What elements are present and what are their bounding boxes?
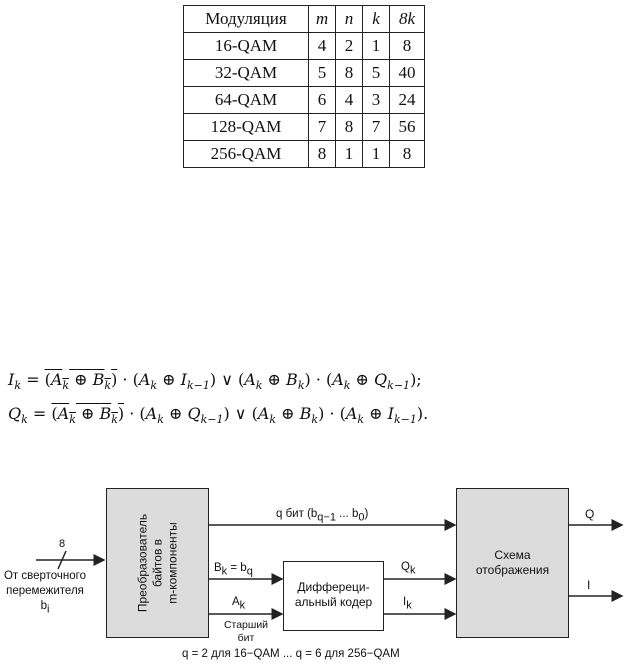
cell-k: 1 bbox=[362, 140, 390, 168]
cell-8k: 8 bbox=[389, 140, 425, 168]
msb-line-2: бит bbox=[237, 632, 255, 644]
cell-8k: 24 bbox=[389, 86, 425, 114]
cell-m: 8 bbox=[308, 140, 336, 168]
table-row: 256-QAM 8 1 1 8 bbox=[183, 140, 425, 168]
table-row: 128-QAM 7 8 7 56 bbox=[183, 113, 425, 141]
input-source-label: От сверточного перемежителя bi bbox=[2, 569, 88, 617]
input-label-2: перемежителя bbox=[6, 585, 84, 597]
block-diagram: Преобразователь байтов в m-компоненты Ди… bbox=[0, 478, 643, 670]
cell-n: 1 bbox=[335, 140, 363, 168]
converter-line-1: Преобразователь bbox=[135, 513, 149, 613]
modulation-table: Модуляция m n k 8k 16-QAM 4 2 1 8 32-QAM… bbox=[183, 5, 425, 168]
cell-8k: 8 bbox=[389, 32, 425, 60]
cell-m: 6 bbox=[308, 86, 336, 114]
formula-qk: Qk = (Ak ⊕ Bk) · (Ak ⊕ Qk−1) ∨ (Ak ⊕ Bk)… bbox=[8, 404, 429, 427]
bus-width-label: 8 bbox=[59, 538, 66, 550]
cell-m: 4 bbox=[308, 32, 336, 60]
table-row: 16-QAM 4 2 1 8 bbox=[183, 32, 425, 60]
cell-k: 5 bbox=[362, 59, 390, 87]
header-modulation: Модуляция bbox=[183, 5, 309, 33]
cell-k: 3 bbox=[362, 86, 390, 114]
q-bit-label: q бит (bq−1 ... b0) bbox=[276, 508, 369, 524]
output-i-label: I bbox=[587, 578, 591, 592]
cell-8k: 40 bbox=[389, 59, 425, 87]
differential-encoder-label: Диффереци- альный кодер bbox=[283, 580, 384, 610]
diagram-caption: q = 2 для 16−QAM ... q = 6 для 256−QAM bbox=[182, 648, 400, 660]
diff-line-2: альный кодер bbox=[294, 595, 373, 609]
diagram-connections bbox=[36, 519, 624, 620]
table-row: 64-QAM 6 4 3 24 bbox=[183, 86, 425, 114]
ik-label: Ik bbox=[403, 596, 412, 612]
input-label-3: bi bbox=[40, 600, 50, 616]
cell-n: 8 bbox=[335, 59, 363, 87]
cell-n: 2 bbox=[335, 32, 363, 60]
diff-line-1: Диффереци- bbox=[297, 580, 370, 594]
mapping-label: Схема отображения bbox=[456, 548, 569, 578]
mapping-block bbox=[456, 488, 569, 638]
bus-slash bbox=[57, 550, 67, 570]
cell-modulation: 256-QAM bbox=[183, 140, 309, 168]
cell-n: 8 bbox=[335, 113, 363, 141]
msb-label: Старший бит bbox=[216, 619, 276, 645]
cell-n: 4 bbox=[335, 86, 363, 114]
cell-8k: 56 bbox=[389, 113, 425, 141]
converter-line-2: байтов в bbox=[150, 538, 164, 588]
byte-converter-block bbox=[106, 488, 209, 638]
header-8k: 8k bbox=[389, 5, 425, 33]
output-q-label: Q bbox=[585, 507, 595, 521]
mapper-line-1: Схема bbox=[494, 548, 531, 562]
mapper-line-2: отображения bbox=[475, 563, 550, 577]
cell-modulation: 64-QAM bbox=[183, 86, 309, 114]
input-label-1: От сверточного bbox=[3, 570, 87, 582]
formula-block: Ik = (Ak ⊕ Bk) · (Ak ⊕ Ik−1) ∨ (Ak ⊕ Bk)… bbox=[8, 366, 428, 434]
cell-k: 1 bbox=[362, 32, 390, 60]
cell-m: 7 bbox=[308, 113, 336, 141]
table-row: 32-QAM 5 8 5 40 bbox=[183, 59, 425, 87]
cell-m: 5 bbox=[308, 59, 336, 87]
ak-label: Ak bbox=[232, 596, 246, 612]
header-n: n bbox=[335, 5, 363, 33]
cell-modulation: 32-QAM bbox=[183, 59, 309, 87]
table-header-row: Модуляция m n k 8k bbox=[183, 5, 425, 33]
cell-modulation: 16-QAM bbox=[183, 32, 309, 60]
converter-line-3: m-компоненты bbox=[165, 522, 179, 604]
msb-line-1: Старший bbox=[223, 619, 269, 631]
cell-k: 7 bbox=[362, 113, 390, 141]
header-m: m bbox=[308, 5, 336, 33]
formula-ik: Ik = (Ak ⊕ Bk) · (Ak ⊕ Ik−1) ∨ (Ak ⊕ Bk)… bbox=[8, 370, 422, 393]
header-k: k bbox=[362, 5, 390, 33]
cell-modulation: 128-QAM bbox=[183, 113, 309, 141]
bk-label: Bk = bq bbox=[214, 562, 253, 578]
differential-encoder-block bbox=[283, 561, 384, 631]
byte-converter-label: Преобразователь байтов в m-компоненты bbox=[106, 488, 209, 638]
qk-label: Qk bbox=[401, 561, 416, 577]
